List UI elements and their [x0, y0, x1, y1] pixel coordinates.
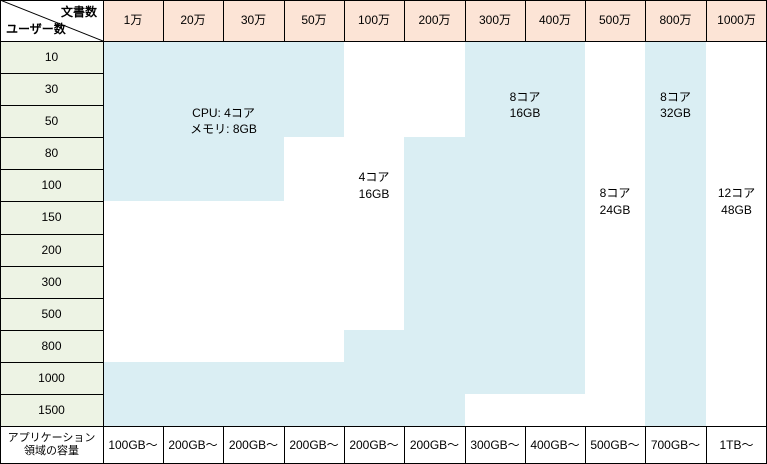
row-header: 500	[0, 298, 103, 330]
column-header: 20万	[163, 0, 223, 41]
column-header: 1万	[103, 0, 163, 41]
grid-line	[344, 426, 345, 464]
capacity-value: 200GB～	[228, 437, 279, 452]
row-header: 1000	[0, 362, 103, 394]
column-header: 400万	[525, 0, 585, 41]
capacity-value: 400GB～	[530, 437, 580, 452]
doc-count-axis-label: 文書数	[60, 5, 97, 19]
capacity-value: 1TB～	[719, 437, 754, 452]
tier-region	[645, 41, 706, 426]
grid-line	[0, 266, 103, 267]
row-header: 300	[0, 266, 103, 298]
grid-line	[404, 0, 405, 41]
grid-line	[706, 426, 707, 464]
grid-line	[0, 298, 103, 299]
capacity-value: 700GB～	[650, 437, 701, 452]
grid-line	[0, 426, 767, 427]
tier-region	[103, 137, 284, 201]
grid-line	[465, 426, 466, 464]
grid-line	[645, 426, 646, 464]
spec-label: 8コア 16GB	[509, 89, 541, 120]
grid-line	[465, 0, 466, 41]
grid-line	[0, 234, 103, 235]
tier-region	[103, 362, 585, 394]
capacity-value: 200GB～	[168, 437, 218, 452]
tier-region	[344, 330, 585, 362]
row-header: 10	[0, 41, 103, 73]
tier-region	[465, 41, 585, 137]
capacity-value: 300GB～	[470, 437, 520, 452]
capacity-value: 200GB～	[349, 437, 399, 452]
grid-line	[0, 362, 103, 363]
grid-line	[0, 41, 767, 42]
user-count-axis-label: ユーザー数	[6, 21, 66, 36]
row-header: 100	[0, 169, 103, 201]
grid-line	[163, 426, 164, 464]
grid-line	[163, 0, 164, 41]
spec-label: 8コア 24GB	[599, 186, 631, 217]
row-header: 30	[0, 73, 103, 105]
spec-label: 4コア 16GB	[358, 170, 390, 201]
row-header: 1500	[0, 394, 103, 426]
grid-line	[0, 105, 103, 106]
grid-line	[404, 426, 405, 464]
grid-line	[525, 426, 526, 464]
grid-line	[284, 0, 285, 41]
grid-line	[585, 426, 586, 464]
row-header: 200	[0, 234, 103, 266]
column-header: 200万	[404, 0, 465, 41]
app-capacity-label: アプリケーション 領域の容量	[0, 426, 103, 464]
grid-line	[103, 0, 104, 464]
grid-line	[0, 201, 103, 202]
spec-label: 12コア 48GB	[717, 186, 756, 217]
column-header: 50万	[284, 0, 344, 41]
grid-line	[585, 0, 586, 41]
row-header: 800	[0, 330, 103, 362]
capacity-value: 500GB～	[590, 437, 640, 452]
grid-line	[0, 0, 767, 1]
row-header: 80	[0, 137, 103, 169]
grid-line	[0, 394, 103, 395]
row-header: 50	[0, 105, 103, 137]
column-header: 800万	[645, 0, 706, 41]
grid-line	[0, 73, 103, 74]
capacity-value: 200GB～	[289, 437, 339, 452]
corner-header: 文書数 ユーザー数	[0, 0, 103, 41]
spec-label: 8コア 32GB	[660, 89, 691, 120]
corner-diagonal	[0, 0, 103, 41]
column-header: 100万	[344, 0, 404, 41]
capacity-value: 100GB～	[108, 437, 158, 452]
tier-region	[103, 41, 344, 137]
grid-line	[0, 169, 103, 170]
grid-line	[0, 0, 1, 464]
grid-line	[0, 137, 103, 138]
grid-line	[284, 426, 285, 464]
spec-label: CPU: 4コア メモリ: 8GB	[190, 105, 257, 136]
grid-line	[223, 426, 224, 464]
grid-line	[223, 0, 224, 41]
column-header: 300万	[465, 0, 525, 41]
grid-line	[344, 0, 345, 41]
grid-line	[0, 330, 103, 331]
column-header: 1000万	[706, 0, 767, 41]
grid-line	[706, 0, 707, 41]
capacity-value: 200GB～	[409, 437, 460, 452]
column-header: 30万	[223, 0, 284, 41]
grid-line	[645, 0, 646, 41]
column-header: 500万	[585, 0, 645, 41]
tier-region	[404, 137, 585, 330]
row-header: 150	[0, 201, 103, 234]
tier-region	[103, 394, 465, 426]
grid-line	[525, 0, 526, 41]
